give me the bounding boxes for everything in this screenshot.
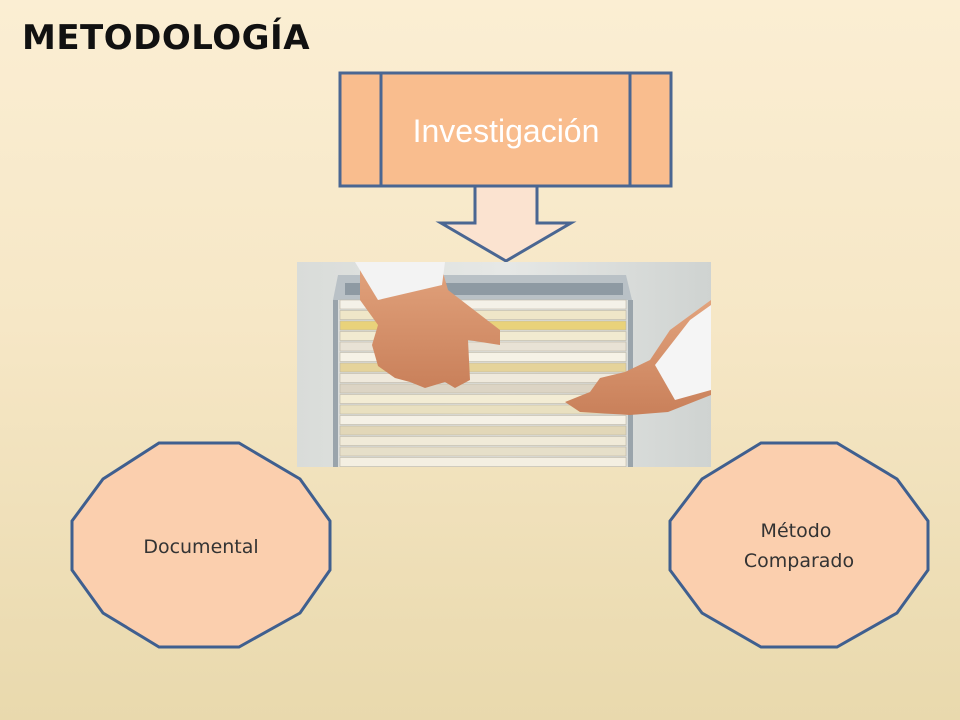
- file-folder: [339, 383, 627, 394]
- page-title: METODOLOGÍA: [22, 18, 311, 58]
- process-box-frame: [338, 71, 673, 188]
- node-label-line: Documental: [143, 536, 258, 558]
- node-documental: Documental: [70, 441, 332, 649]
- file-folder: [339, 362, 627, 373]
- file-folder: [339, 352, 627, 362]
- node-label-line: Comparado: [744, 550, 854, 572]
- filing-drawer-photo: [297, 262, 711, 467]
- file-folder: [339, 436, 627, 446]
- file-folder: [339, 373, 627, 383]
- file-folder: [339, 446, 627, 457]
- node-metodo-comparado: Método Comparado: [668, 441, 930, 649]
- file-folder: [339, 299, 627, 310]
- down-arrow-icon: [435, 184, 577, 263]
- file-folder: [339, 425, 627, 436]
- node-label-line: Método: [761, 520, 832, 542]
- node-label-documental: Documental: [143, 536, 258, 558]
- file-folder: [339, 457, 627, 467]
- process-box-label: Investigación: [413, 113, 600, 149]
- octagon-shape: [668, 441, 930, 649]
- process-box-investigacion: Investigación: [338, 71, 673, 188]
- file-folder: [339, 415, 627, 425]
- node-label-metodo-comparado: Método Comparado: [744, 520, 854, 572]
- octagon-shape: [70, 441, 332, 649]
